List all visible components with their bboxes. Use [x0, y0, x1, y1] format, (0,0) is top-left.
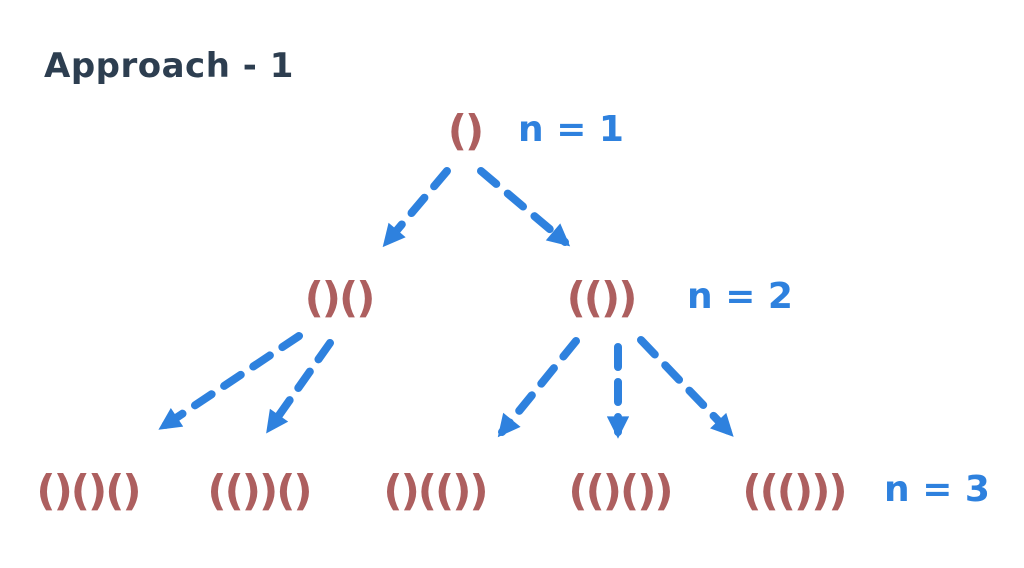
- page-title: Approach - 1: [44, 46, 294, 86]
- level-label-n2: n = 2: [687, 276, 793, 317]
- tree-node-l3-2: (())(): [207, 466, 312, 515]
- tree-node-l3-1: ()()(): [36, 466, 141, 515]
- edge-l2a-to-child1-icon: [158, 332, 303, 430]
- edge-root-to-right-icon: [477, 167, 571, 247]
- tree-node-l3-3: ()(()): [383, 466, 488, 515]
- level-label-n1: n = 1: [518, 109, 624, 150]
- edge-l2b-to-child3-icon: [637, 336, 734, 437]
- tree-node-root: (): [447, 106, 484, 155]
- tree-node-l2-1: ()(): [304, 273, 376, 322]
- tree-node-l2-2: (()): [566, 273, 638, 322]
- edge-root-to-left-icon: [382, 167, 451, 248]
- edge-l2a-to-child2-icon: [266, 339, 334, 434]
- edge-l2b-to-child1-icon: [497, 337, 580, 438]
- tree-node-l3-4: (()()): [568, 466, 673, 515]
- tree-node-l3-5: ((())): [742, 466, 847, 515]
- level-label-n3: n = 3: [884, 469, 990, 510]
